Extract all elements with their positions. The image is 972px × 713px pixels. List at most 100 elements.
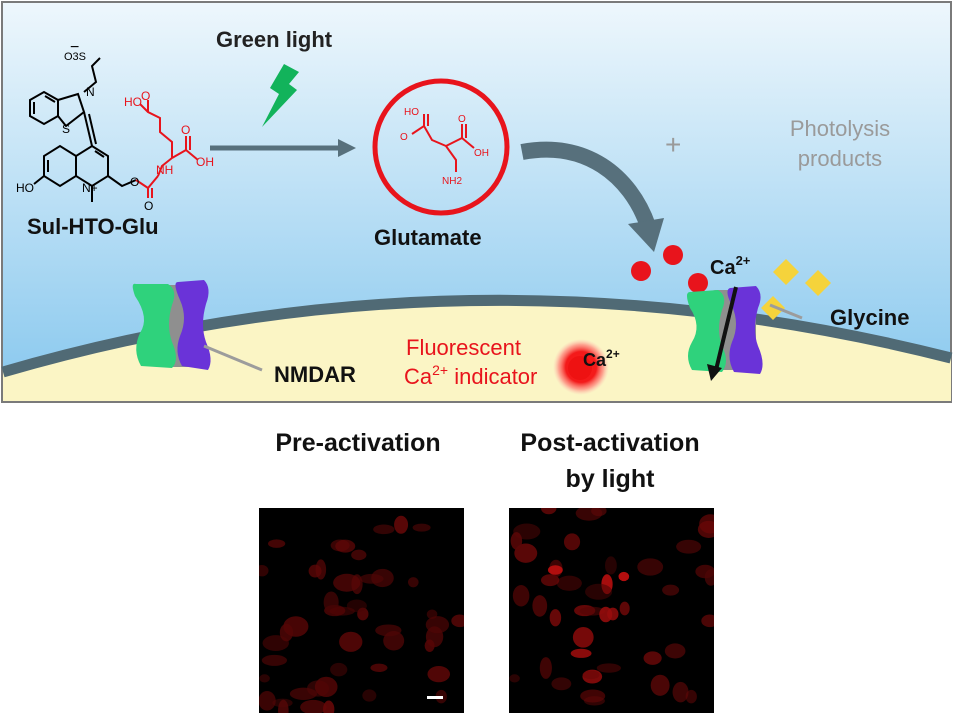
indicator-dot <box>568 356 592 380</box>
cell-blob <box>308 564 322 578</box>
cell-blob <box>329 606 355 616</box>
ca-influx-arrowhead <box>707 364 722 381</box>
pre-activation-image <box>259 508 464 713</box>
cell-blob <box>357 607 369 621</box>
ca-label: Ca2+ <box>710 253 751 279</box>
thiazole-n-label: N <box>86 85 95 99</box>
nmdar-receptor-right <box>687 286 763 374</box>
cell-blob <box>596 663 621 673</box>
ester-o-label: O <box>130 175 139 189</box>
light-label: Green light <box>216 27 333 52</box>
cell-blob <box>676 539 702 554</box>
cell-blob <box>278 699 289 713</box>
cell-blob <box>314 676 338 697</box>
scale-bar <box>427 696 443 699</box>
carbonyl-o-label: O <box>144 199 153 213</box>
alpha-oh-label: OH <box>196 155 214 169</box>
glycine-diamond <box>805 270 831 296</box>
glu-ho-label: HO <box>404 107 419 118</box>
side-chain-o-label: O <box>141 89 150 103</box>
cell-blob <box>412 523 431 532</box>
cell-blob <box>618 571 630 582</box>
cell-blob <box>599 606 613 623</box>
cell-blob <box>637 558 664 576</box>
cell-blob <box>547 565 563 575</box>
indicator-line2: Ca2+ indicator <box>404 362 537 389</box>
cell-blob <box>585 583 613 600</box>
cell-blob <box>572 627 594 648</box>
plus-sign: + <box>665 129 681 160</box>
cell-blob <box>570 648 592 658</box>
nmdar-label: NMDAR <box>274 362 356 387</box>
chem-atom-labels: O3S N S HO N+ O O NH HO O O OH <box>16 51 214 213</box>
cell-blob <box>451 614 464 628</box>
cell-blob <box>583 696 605 706</box>
glycine-label: Glycine <box>830 305 909 330</box>
nmdar-pointer <box>203 344 263 372</box>
cell-blob <box>383 631 405 651</box>
thiazole-s-label: S <box>62 122 70 136</box>
cell-blob <box>339 631 363 652</box>
cell-blob <box>664 643 686 659</box>
sulfonate-charge: − <box>70 39 79 56</box>
cell-blob <box>532 595 548 617</box>
cell-blob <box>551 677 572 691</box>
cell-blob <box>514 543 538 563</box>
reaction-arrowhead <box>338 139 356 157</box>
cell-blob <box>407 577 419 588</box>
cell-blob <box>699 514 714 534</box>
cell-blob <box>540 508 557 515</box>
cell-blob <box>650 674 670 696</box>
pre-activation-title: Pre-activation <box>275 429 441 457</box>
glu-nh2-label: NH2 <box>442 176 462 187</box>
cell-blob <box>540 574 560 587</box>
cell-blob <box>575 508 603 521</box>
cell-blob <box>359 573 384 584</box>
cell-blob <box>268 539 286 548</box>
cell-blob <box>672 681 689 703</box>
cell-blob <box>259 674 270 683</box>
glutamate-atom-labels: HO O O OH NH2 <box>400 107 489 187</box>
glutamate-dot <box>688 273 708 293</box>
cell-blob <box>300 699 327 713</box>
indicator-line1: Fluorescent <box>406 335 521 360</box>
cell-blob <box>362 689 377 702</box>
ca-influx-arrow <box>714 286 738 371</box>
post-activation-title-line2: by light <box>565 465 655 493</box>
glutamate-dot <box>663 245 683 265</box>
glu-alpha-o-label: O <box>458 114 466 125</box>
quinolinium-n-label: N+ <box>82 181 98 195</box>
cell-blob <box>510 532 523 550</box>
photolysis-line2: products <box>798 146 882 171</box>
cell-blob <box>370 663 388 672</box>
cell-blob <box>424 639 435 652</box>
cell-blob <box>351 549 367 561</box>
cell-blob <box>512 585 530 607</box>
compound-label: Sul-HTO-Glu <box>27 214 159 239</box>
cell-blob <box>373 524 395 535</box>
hydroxyl-label: HO <box>16 181 34 195</box>
post-activation-title-line1: Post-activation <box>520 429 700 457</box>
cell-blob <box>509 674 520 683</box>
cell-blob <box>549 609 562 627</box>
sulfonate-label: O3S <box>64 51 86 63</box>
cell-blob <box>579 606 605 616</box>
glu-o-label: O <box>400 132 408 143</box>
cell-blob <box>262 635 289 651</box>
cell-blob <box>335 539 356 553</box>
photolysis-line1: Photolysis <box>790 116 890 141</box>
glutamate-circle <box>372 78 510 216</box>
cell-blob <box>539 657 552 679</box>
cell-texture <box>259 515 464 713</box>
glycine-pointer <box>769 303 803 320</box>
side-chain-ho-label: HO <box>124 95 142 109</box>
glycine-diamond <box>761 296 785 320</box>
alpha-o-label: O <box>181 123 190 137</box>
glutamate-dot <box>631 261 651 281</box>
cell-blob <box>259 564 269 577</box>
curved-arrowhead <box>628 218 664 252</box>
cell-blob <box>619 601 630 616</box>
cell-blob <box>643 651 662 665</box>
cell-blob <box>425 616 450 634</box>
